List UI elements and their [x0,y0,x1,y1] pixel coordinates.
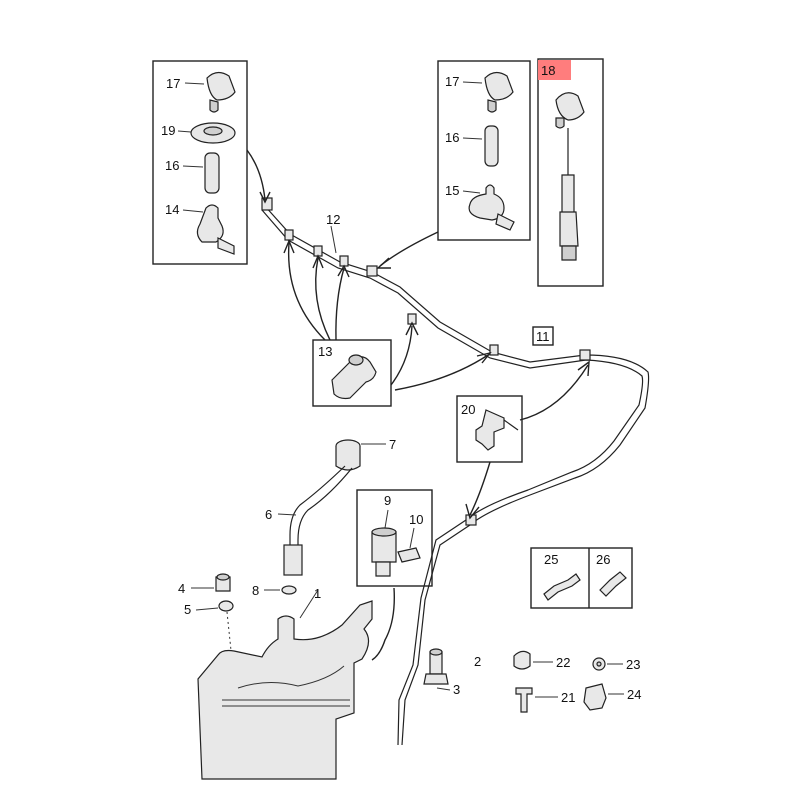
callout-26: 26 [596,552,610,567]
callout-16-right: 16 [445,130,459,145]
callout-14: 14 [165,202,179,217]
box-nozzle-set-right: 17 16 15 [437,60,531,241]
box-heated-nozzle-18: 18 [537,58,604,287]
hose-joint-lower [465,514,477,526]
level-sensor: 4 5 [178,573,234,661]
check-valve-14 [196,204,224,243]
box-ref-11: 11 [532,326,554,346]
grommet-10 [397,547,421,563]
straight-connector-25 [543,573,581,601]
highlight-18 [538,60,571,80]
bolt-21 [515,687,533,713]
nozzle-17-left [206,71,236,101]
callout-15: 15 [445,183,459,198]
callout-22: 22 [556,655,570,670]
seal-ring-8 [281,585,297,595]
callout-12: 12 [326,212,340,227]
callout-17-left: 17 [166,76,180,91]
callout-6: 6 [265,507,272,522]
heated-nozzle-18 [555,92,585,121]
callout-20: 20 [461,402,475,417]
callout-2: 2 [474,654,481,669]
callout-5: 5 [184,602,191,617]
washer-reservoir-1: 1 [197,586,373,780]
leader-arrows [246,149,590,520]
callout-9: 9 [384,493,391,508]
callout-21: 21 [561,690,575,705]
callout-19: 19 [161,123,175,138]
grommet-5 [218,600,234,612]
box-clip-13: 13 [312,339,392,407]
callout-10: 10 [409,512,423,527]
box-nozzle-set-left: 17 19 16 14 [152,60,248,265]
callout-17-right: 17 [445,74,459,89]
nozzle-17-right [484,71,514,101]
box-connectors-25-26: 25 26 [530,547,633,609]
callout-18: 18 [541,63,555,78]
filler-assembly: 7 6 8 [252,437,396,598]
box-pump-9-10: 9 10 [356,489,433,661]
callout-25: 25 [544,552,558,567]
clip-22 [513,650,531,670]
valve-20 [475,409,505,451]
callout-3: 3 [453,682,460,697]
callout-8: 8 [252,583,259,598]
hose-16-left [204,152,220,194]
reducer-connector-26 [599,571,627,597]
clip-13a [284,229,294,241]
filler-tube-6 [283,544,303,576]
callout-11: 11 [536,329,550,344]
nut-clip-24 [583,683,607,711]
callout-13: 13 [318,344,332,359]
callout-1: 1 [314,586,321,601]
box-part-20: 20 [456,395,523,463]
fasteners: 22 23 21 24 [513,650,641,713]
callout-4: 4 [178,581,185,596]
callout-24: 24 [627,687,641,702]
pump-2: 2 3 [423,648,481,697]
reservoir-body [197,600,373,780]
hose-line-12: 12 [261,197,650,746]
t-connector [366,265,378,277]
hose-16-right [484,125,499,167]
callout-23: 23 [626,657,640,672]
callout-16-left: 16 [165,158,179,173]
clip-13c [339,255,349,267]
callout-7: 7 [389,437,396,452]
clip-13e [489,344,499,356]
hose-joint [579,349,591,361]
